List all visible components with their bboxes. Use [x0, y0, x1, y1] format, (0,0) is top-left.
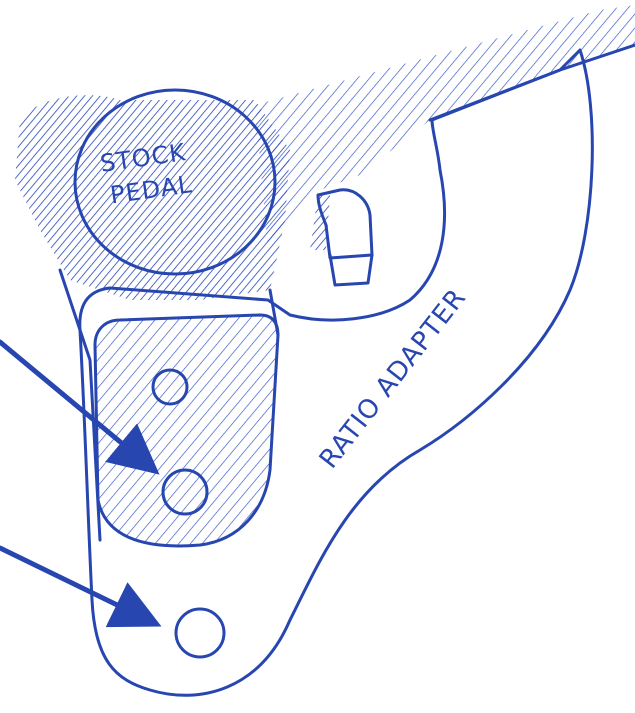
- pushrod-end: [330, 255, 372, 285]
- pedal-plate-hatched: [95, 315, 278, 546]
- ratio-adapter-label: RATIO ADAPTER: [314, 283, 473, 474]
- arrow-to-lower-hole: [0, 548, 148, 620]
- lower-adapter-hole: [176, 609, 224, 657]
